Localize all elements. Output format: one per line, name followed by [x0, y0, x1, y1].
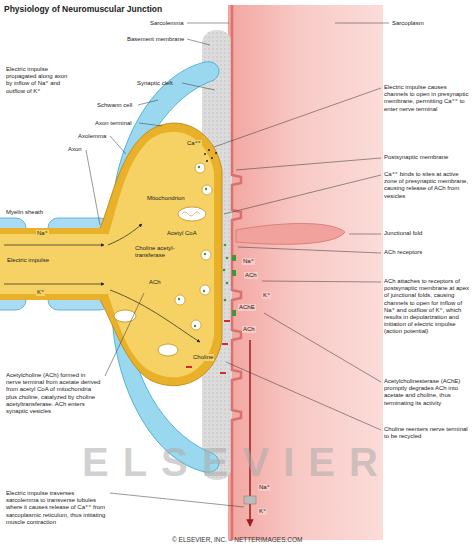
structure-label: Axolemma [78, 133, 106, 140]
leader-line [110, 493, 244, 507]
callout-note: Electric impulse propagated along axon b… [6, 66, 74, 95]
structure-label: Junctional fold [384, 230, 470, 237]
synaptic-vesicle [201, 250, 211, 260]
leader-line [139, 123, 162, 126]
ion-channel [244, 496, 256, 504]
structure-label: Sarcoplasm [392, 20, 424, 27]
ion-label: K⁺ [258, 508, 267, 515]
ach-molecule [223, 269, 226, 272]
calcium-ion [208, 149, 210, 151]
mitochondrial-cristae [182, 212, 200, 216]
structure-label: Axon terminal [95, 120, 132, 127]
ion-label: K⁺ [262, 292, 271, 299]
ach-molecule [198, 166, 200, 168]
ach-receptor [232, 255, 236, 261]
callout-note: Choline reenters nerve terminal to be re… [384, 426, 470, 440]
leader-line [226, 362, 381, 430]
choline-molecule [224, 320, 230, 322]
leader-line [138, 100, 158, 105]
impulse-label: Electric impulse [6, 257, 50, 264]
leader-line [238, 247, 381, 253]
structure-label: Mitochondrion [146, 195, 186, 202]
structure-label: ACh receptors [384, 249, 470, 256]
ion-label: Na⁺ [242, 258, 255, 265]
callout-note: Electric impulse causes channels to open… [384, 84, 470, 113]
mitochondrion [158, 344, 178, 356]
callout-note: Electric impulse traverses sarcolemma to… [6, 490, 106, 526]
structure-label: Acetyl CoA [166, 230, 198, 237]
leader-line [335, 23, 389, 24]
molecule-label: Choline [192, 354, 214, 361]
impulse-arrow [4, 245, 104, 246]
structure-label: Axon [68, 146, 82, 153]
impulse-arrow [4, 284, 104, 285]
synaptic-vesicle [200, 285, 210, 295]
structure-label: Sarcolemma [150, 20, 184, 27]
enzyme-label: AChE [238, 304, 256, 311]
mitochondrion [114, 310, 136, 322]
impulse-arrow [110, 290, 200, 342]
leader-line [349, 234, 381, 235]
leader-line [187, 23, 229, 24]
copyright-caption: © ELSEVIER, INC. – NETTERIMAGES.COM [172, 536, 302, 544]
callout-note: ACh attaches to receptors of postsynapti… [384, 278, 470, 336]
ach-molecule [194, 325, 196, 327]
ach-molecule [224, 244, 227, 247]
choline-molecule [222, 343, 228, 345]
calcium-ion [215, 152, 217, 154]
leader-line [182, 83, 215, 90]
structure-label: Choline acetyl-transferase [134, 245, 178, 259]
ach-molecule [203, 290, 205, 292]
impulse-arrow [108, 224, 142, 245]
leader-line [187, 39, 210, 45]
leader-line [105, 293, 144, 376]
molecule-label: ACh [148, 279, 162, 286]
leader-line [214, 88, 381, 147]
choline-molecule [220, 372, 226, 374]
axoplasm [108, 132, 214, 378]
ach-molecule [178, 298, 180, 300]
watermark: ELSEVIER [82, 442, 392, 482]
synaptic-vesicle [202, 185, 212, 195]
structure-label: Schwann cell [97, 102, 132, 109]
mitochondrion [178, 207, 206, 221]
leader-line [110, 136, 126, 154]
calcium-ion [211, 157, 213, 159]
synaptic-vesicle [175, 295, 185, 305]
structure-label: Postsynaptic membrane [384, 154, 470, 161]
ach-molecule [224, 299, 227, 302]
calcium-ion [206, 160, 208, 162]
ach-molecule [226, 257, 229, 260]
callout-note: Acetylcholinesterase (AChE) promptly deg… [384, 378, 470, 407]
molecule-label: ACh [244, 272, 258, 279]
axoplasm [0, 234, 116, 294]
ach-molecule [204, 253, 206, 255]
junctional-fold [236, 224, 345, 245]
leader-line [86, 150, 100, 225]
ach-molecule [226, 282, 229, 285]
figure-title: Physiology of Neuromuscular Junction [4, 4, 162, 14]
leader-line [262, 281, 381, 282]
ion-label: Ca⁺⁺ [186, 140, 202, 147]
ach-receptor [232, 310, 236, 316]
molecule-label: ACh [242, 326, 256, 333]
choline-molecule [186, 366, 192, 368]
axon-terminal [100, 123, 222, 386]
ach-molecule [205, 188, 207, 190]
synaptic-vesicle [195, 163, 205, 173]
callout-note: Acetylcholine (ACh) formed in nerve term… [6, 372, 102, 415]
ion-label: Na⁺ [36, 230, 49, 237]
ach-receptor [232, 270, 236, 276]
leader-line [224, 175, 381, 214]
calcium-ion [204, 153, 206, 155]
callout-note: Ca⁺⁺ binds to sites at active zone of pr… [384, 171, 470, 200]
ion-label: K⁺ [36, 289, 45, 296]
structure-label: Synaptic cleft [137, 80, 173, 87]
ion-label: Na⁺ [258, 484, 271, 491]
structure-label: Basement membrane [127, 36, 184, 43]
synaptic-vesicle [191, 320, 201, 330]
leader-line [236, 158, 381, 170]
leader-line [264, 313, 381, 382]
structure-label: Myelin sheath [6, 209, 43, 216]
